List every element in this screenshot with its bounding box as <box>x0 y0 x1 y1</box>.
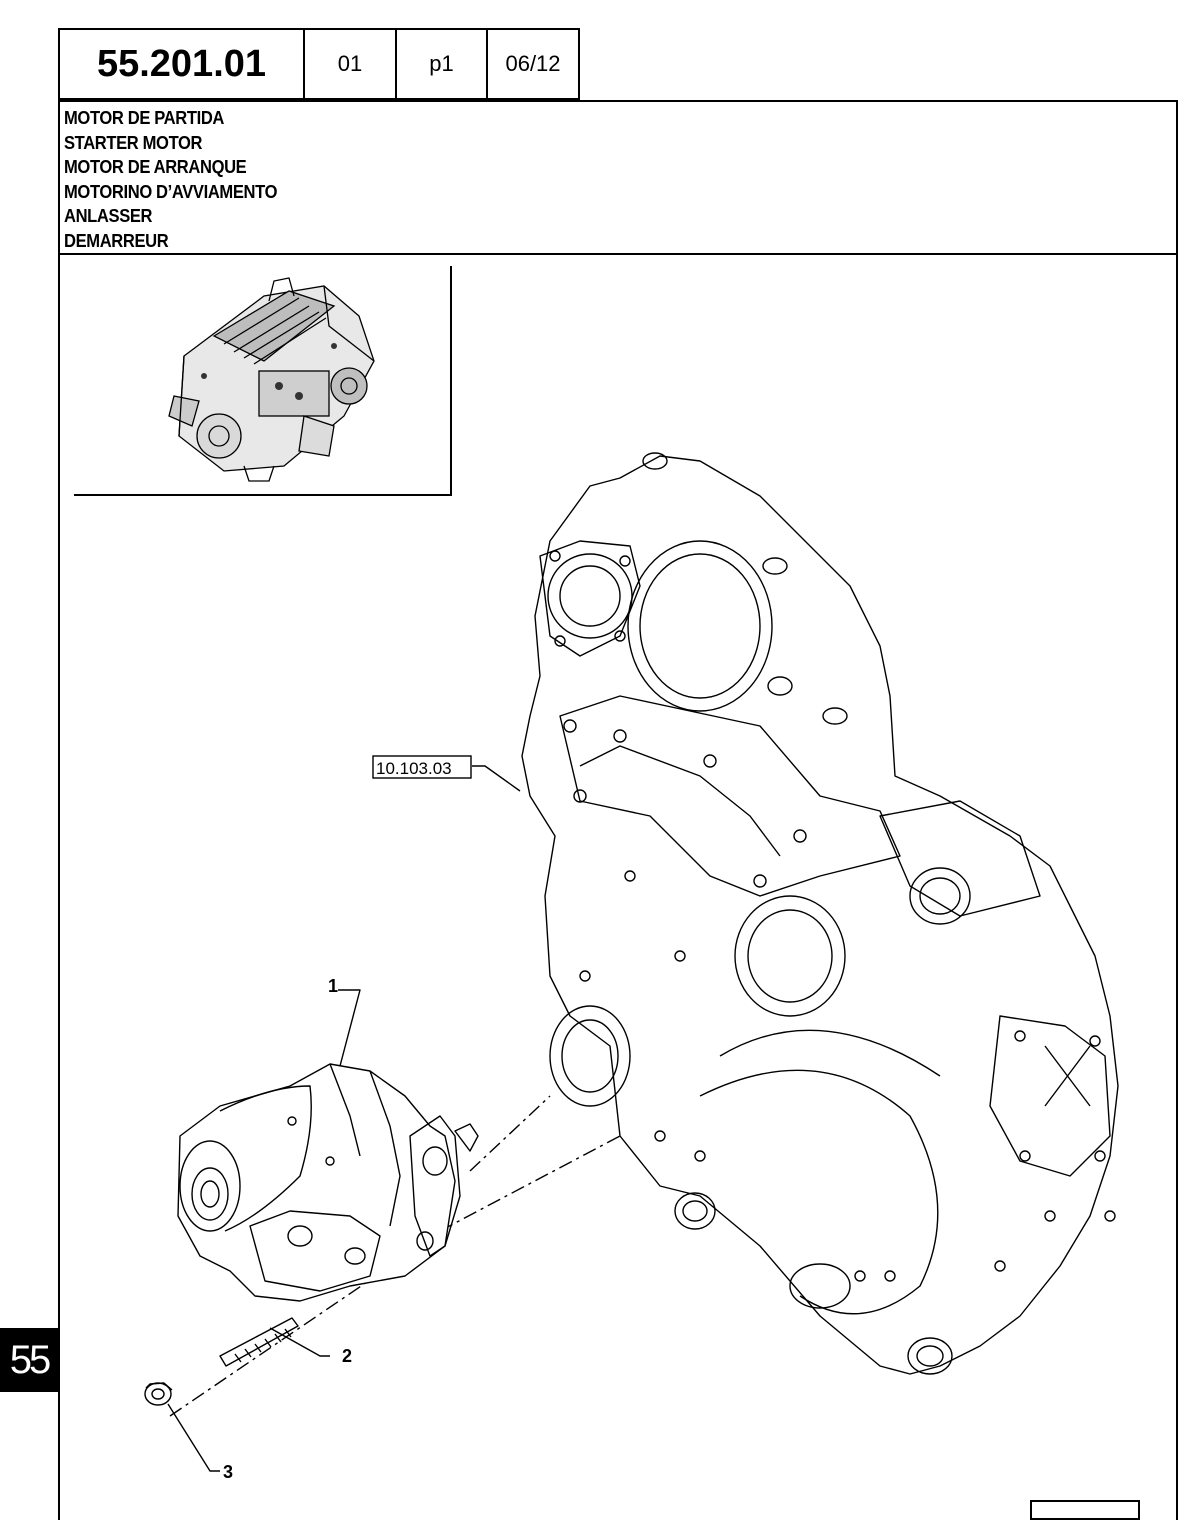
exploded-diagram: 10.103.03 1 2 3 <box>144 452 1119 1482</box>
header-field-2: 01 <box>303 28 397 100</box>
engine-thumbnail <box>74 266 452 496</box>
starter-motor <box>177 1063 456 1302</box>
page-frame <box>58 100 1178 1520</box>
title-pt: MOTOR DE PARTIDA <box>64 108 225 128</box>
title-it: MOTORINO D’AVVIAMENTO <box>64 181 278 202</box>
title-block: MOTOR DE PARTIDA STARTER MOTOR MOTOR DE … <box>58 100 1178 255</box>
engine-icon <box>168 277 375 482</box>
callout-3: 3 <box>223 1462 233 1482</box>
footer-box <box>1030 1500 1140 1520</box>
section-tab: 55 <box>0 1328 58 1392</box>
callout-2: 2 <box>342 1346 352 1366</box>
title-fr: DEMARREUR <box>64 230 169 251</box>
title-en: STARTER MOTOR <box>64 132 203 153</box>
flywheel-housing <box>521 455 1119 1375</box>
callout-1: 1 <box>328 976 338 996</box>
title-es: MOTOR DE ARRANQUE <box>64 157 247 178</box>
stud <box>219 1317 299 1367</box>
header-field-4: 06/12 <box>486 28 580 100</box>
title-de: ANLASSER <box>64 206 153 227</box>
header-field-3: p1 <box>395 28 488 100</box>
part-code: 55.201.01 <box>58 28 305 100</box>
ref-label: 10.103.03 <box>376 759 452 778</box>
